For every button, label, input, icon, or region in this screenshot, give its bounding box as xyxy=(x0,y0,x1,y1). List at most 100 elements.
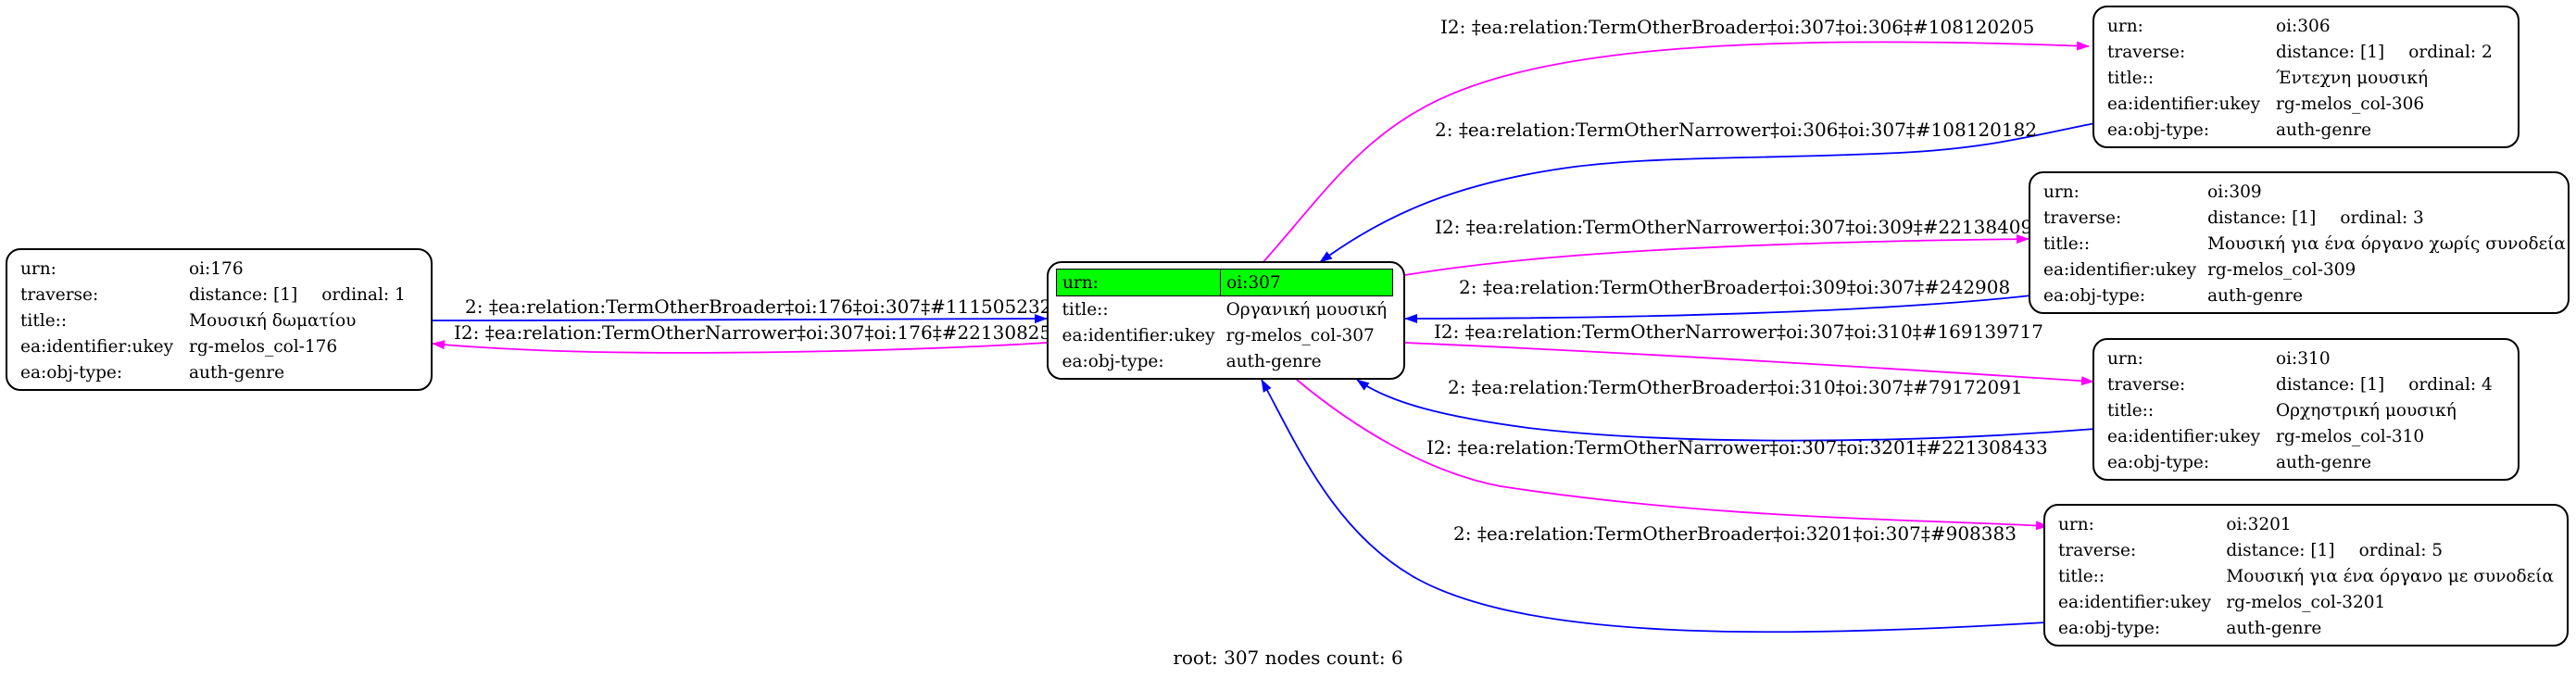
row-title: title:: Ορχηστρική μουσική xyxy=(2102,397,2498,423)
edge-line xyxy=(1404,342,2094,386)
value-ordinal: ordinal: 2 xyxy=(2408,42,2493,62)
key-title: title:: xyxy=(2043,233,2091,254)
node-oi-310[interactable]: urn: oi:310 traverse: distance: [1] ordin… xyxy=(2092,338,2519,481)
edge-307-to-310: I2: ‡ea:relation:TermOtherNarrower‡oi:30… xyxy=(1404,320,2094,386)
value-obj-type: auth-genre xyxy=(1225,351,1322,371)
value-obj-type: auth-genre xyxy=(2226,618,2322,638)
node-table: urn: oi:307 title:: Οργανική μουσική ea:… xyxy=(1055,269,1393,374)
row-urn: urn: oi:309 xyxy=(2038,179,2571,205)
node-oi-309[interactable]: urn: oi:309 traverse: distance: [1]ordin… xyxy=(2029,171,2570,314)
edge-label: I2: ‡ea:relation:TermOtherBroader‡oi:307… xyxy=(1440,16,2034,38)
value-ordinal: ordinal: 5 xyxy=(2358,540,2444,560)
row-traverse: traverse: distance: [1] ordinal: 4 xyxy=(2102,371,2498,397)
node-table: urn: oi:3201 traverse: distance: [1] ordi… xyxy=(2053,511,2559,641)
graph-footer: root: 307 nodes count: 6 xyxy=(1173,647,1403,669)
edge-line xyxy=(1404,295,2032,323)
value-distance: distance: [1] xyxy=(2276,374,2385,395)
key-identifier: ea:identifier:ukey xyxy=(2107,426,2261,446)
row-identifier: ea:identifier:ukey rg-melos_col-307 xyxy=(1057,322,1393,348)
key-title: title:: xyxy=(2107,68,2155,88)
row-traverse: traverse: distance: [1]ordinal: 1 xyxy=(15,282,411,308)
value-title: Ορχηστρική μουσική xyxy=(2276,400,2457,421)
edge-label: I2: ‡ea:relation:TermOtherNarrower‡oi:30… xyxy=(1426,436,2048,458)
value-identifier: rg-melos_col-307 xyxy=(1225,325,1375,345)
value-urn: oi:3201 xyxy=(2226,514,2292,534)
node-oi-176[interactable]: urn: oi:176 traverse: distance: [1]ordin… xyxy=(6,248,433,391)
row-identifier: ea:identifier:ukey rg-melos_col-3201 xyxy=(2053,589,2559,615)
row-identifier: ea:identifier:ukey rg-melos_col-176 xyxy=(15,333,411,359)
key-title: title:: xyxy=(20,310,68,331)
edge-line xyxy=(432,340,1048,354)
row-title: title:: Έντεχνη μουσική xyxy=(2102,65,2498,91)
value-identifier: rg-melos_col-306 xyxy=(2276,94,2425,114)
key-traverse: traverse: xyxy=(2107,374,2186,395)
edge-3201-to-307: 2: ‡ea:relation:TermOtherBroader‡oi:3201… xyxy=(1261,379,2047,634)
value-distance: distance: [1] xyxy=(2226,540,2335,560)
row-obj-type: ea:obj-type: auth-genre xyxy=(1057,348,1393,374)
edge-label: 2: ‡ea:relation:TermOtherBroader‡oi:3201… xyxy=(1453,522,2017,545)
row-traverse: traverse: distance: [1]ordinal: 3 xyxy=(2038,205,2571,231)
key-title: title:: xyxy=(2107,400,2155,421)
edge-label: 2: ‡ea:relation:TermOtherBroader‡oi:310‡… xyxy=(1448,376,2023,398)
value-identifier: rg-melos_col-310 xyxy=(2276,426,2425,446)
value-obj-type: auth-genre xyxy=(2276,119,2372,140)
edge-307-to-176: I2: ‡ea:relation:TermOtherNarrower‡oi:30… xyxy=(432,321,1063,354)
node-oi-3201[interactable]: urn: oi:3201 traverse: distance: [1] ordi… xyxy=(2043,504,2569,647)
key-traverse: traverse: xyxy=(2058,540,2137,560)
value-distance: distance: [1] xyxy=(2276,42,2385,62)
key-identifier: ea:identifier:ukey xyxy=(1062,325,1215,345)
key-urn: urn: xyxy=(20,258,57,279)
row-title: title:: Μουσική για ένα όργανο με συνοδε… xyxy=(2053,563,2559,589)
row-urn-highlighted: urn: oi:307 xyxy=(1055,269,1393,296)
key-traverse: traverse: xyxy=(2043,207,2122,228)
edge-label: 2: ‡ea:relation:TermOtherBroader‡oi:309‡… xyxy=(1459,276,2010,298)
edge-line xyxy=(1319,122,2096,263)
node-table: urn: oi:309 traverse: distance: [1]ordin… xyxy=(2038,179,2571,308)
row-title: title:: Οργανική μουσική xyxy=(1057,296,1393,323)
row-title: title:: Μουσική για ένα όργανο χωρίς συν… xyxy=(2038,231,2571,257)
node-table: urn: oi:176 traverse: distance: [1]ordin… xyxy=(15,256,411,385)
edge-307-to-3201: I2: ‡ea:relation:TermOtherNarrower‡oi:30… xyxy=(1296,379,2049,531)
node-oi-307-root[interactable]: urn: oi:307 title:: Οργανική μουσική ea:… xyxy=(1047,261,1405,380)
key-identifier: ea:identifier:ukey xyxy=(2058,592,2212,612)
edge-307-to-309: I2: ‡ea:relation:TermOtherNarrower‡oi:30… xyxy=(1404,216,2044,276)
value-distance: distance: [1] xyxy=(2207,207,2317,228)
key-obj-type: ea:obj-type: xyxy=(2043,285,2146,306)
node-oi-306[interactable]: urn: oi:306 traverse: distance: [1]ordin… xyxy=(2092,6,2519,148)
value-identifier: rg-melos_col-309 xyxy=(2207,259,2356,280)
row-title: title:: Μουσική δωματίου xyxy=(15,308,411,333)
edge-line xyxy=(1356,379,2096,442)
edge-306-to-307: 2: ‡ea:relation:TermOtherNarrower‡oi:306… xyxy=(1319,119,2096,263)
value-obj-type: auth-genre xyxy=(2207,285,2304,306)
key-identifier: ea:identifier:ukey xyxy=(20,336,174,357)
value-obj-type: auth-genre xyxy=(2276,452,2372,472)
value-title: Έντεχνη μουσική xyxy=(2276,68,2429,88)
value-identifier: rg-melos_col-3201 xyxy=(2226,592,2386,612)
value-title: Μουσική για ένα όργανο χωρίς συνοδεία xyxy=(2207,233,2566,254)
edge-label: I2: ‡ea:relation:TermOtherNarrower‡oi:30… xyxy=(1435,216,2044,238)
row-urn: urn: oi:310 xyxy=(2102,345,2498,371)
value-urn: oi:307 xyxy=(1220,269,1393,296)
edge-309-to-307: 2: ‡ea:relation:TermOtherBroader‡oi:309‡… xyxy=(1404,276,2032,323)
edge-176-to-307: 2: ‡ea:relation:TermOtherBroader‡oi:176‡… xyxy=(432,295,1051,324)
value-urn: oi:309 xyxy=(2207,182,2262,202)
edge-line xyxy=(1261,41,2090,265)
key-obj-type: ea:obj-type: xyxy=(20,362,123,383)
key-identifier: ea:identifier:ukey xyxy=(2107,94,2261,114)
key-urn: urn: xyxy=(2107,348,2143,369)
node-table: urn: oi:310 traverse: distance: [1] ordin… xyxy=(2102,345,2498,475)
key-urn: urn: xyxy=(2058,514,2094,534)
row-obj-type: ea:obj-type: auth-genre xyxy=(15,359,411,385)
edge-label: I2: ‡ea:relation:TermOtherNarrower‡oi:30… xyxy=(454,321,1063,344)
row-traverse: traverse: distance: [1] ordinal: 5 xyxy=(2053,537,2559,563)
value-ordinal: ordinal: 4 xyxy=(2408,374,2493,395)
key-urn: urn: xyxy=(2043,182,2080,202)
row-identifier: ea:identifier:ukey rg-melos_col-306 xyxy=(2102,91,2498,117)
key-obj-type: ea:obj-type: xyxy=(1062,351,1164,371)
edge-310-to-307: 2: ‡ea:relation:TermOtherBroader‡oi:310‡… xyxy=(1356,376,2096,442)
row-traverse: traverse: distance: [1]ordinal: 2 xyxy=(2102,39,2498,65)
edge-line xyxy=(1296,379,2049,531)
row-identifier: ea:identifier:ukey rg-melos_col-310 xyxy=(2102,423,2498,449)
key-traverse: traverse: xyxy=(20,284,99,305)
